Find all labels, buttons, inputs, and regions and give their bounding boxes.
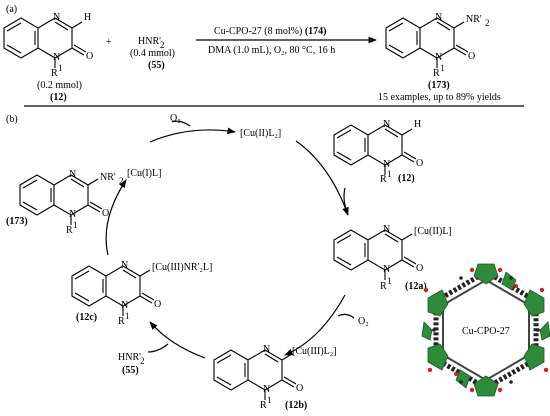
n-label: N	[435, 52, 442, 63]
o-label: O	[468, 51, 475, 62]
amine-code: (55)	[122, 365, 139, 376]
n-label: N	[69, 169, 76, 180]
reactant-55: HNR' 2 (0.4 mmol) (55)	[130, 36, 175, 71]
intermediate-12b: N N O [Cu(III)L₂] R 1 (12b)	[213, 344, 337, 411]
cu1l-species: [Cu(I)L]	[127, 168, 161, 179]
int12a-sub1: [Cu(II)L]	[414, 226, 452, 237]
o-label: O	[296, 383, 303, 394]
oxygen-in-arrow	[171, 120, 191, 127]
conditions-top: Cu-CPO-27 (8 mol%) (174)	[214, 26, 327, 37]
reactant2-formula: HNR'	[138, 36, 161, 47]
int12a-r: R	[380, 281, 387, 292]
product-b-r: R	[66, 225, 73, 236]
o-label: O	[154, 299, 161, 310]
int12b-code: (12b)	[285, 400, 307, 411]
cu2l2-species: [Cu(II)L₂]	[240, 128, 281, 139]
int12c-r-sup: 1	[125, 311, 130, 321]
catalytic-cycle-arrows	[105, 120, 355, 359]
o-label: O	[416, 263, 423, 274]
panel-label-a: (a)	[6, 4, 17, 15]
int12b-sub1: [Cu(III)L₂]	[292, 346, 337, 357]
cycle-arrow	[149, 127, 236, 143]
product-173: N N O NR' 2 R 1 (173)	[385, 12, 490, 91]
amine-in-arrow	[147, 343, 169, 353]
o-label: O	[416, 158, 423, 169]
n-label: N	[435, 12, 442, 23]
conditions-bottom: DMA (1.0 mL), O₂, 80 °C, 16 h	[208, 45, 335, 56]
n-label: N	[53, 12, 60, 23]
int12a-code: (12a)	[405, 281, 427, 292]
int12b-r-sup: 1	[267, 395, 272, 405]
int12c-r: R	[118, 316, 125, 327]
oxygen-right: O₂	[358, 316, 369, 327]
n-label: N	[383, 224, 390, 235]
int12c-sub1: [Cu(III)NR'₂L]	[152, 262, 212, 273]
mof-label: Cu-CPO-27	[462, 326, 510, 337]
start-12: N N O H R 1 (12)	[333, 119, 423, 185]
panel-label-b: (b)	[6, 114, 18, 125]
cycle-arrow	[149, 321, 206, 359]
int12c-code: (12c)	[76, 312, 97, 323]
product-sub1-sub: 2	[485, 18, 490, 28]
reactant1-amount: (0.2 mmol)	[37, 80, 82, 91]
n-label: N	[383, 264, 390, 275]
cycle-arrow	[105, 179, 127, 256]
product-b-code: (173)	[6, 216, 28, 227]
reactant1-r: R	[51, 68, 58, 79]
reactant2-formula-sub: 2	[160, 40, 165, 50]
int12a-r-sup: 1	[387, 276, 392, 286]
product-r-sup: 1	[440, 63, 445, 73]
n-label: N	[121, 300, 128, 311]
n-label: N	[69, 209, 76, 220]
int12b-r: R	[260, 400, 267, 411]
reactant2-code: (55)	[148, 60, 165, 71]
cycle-arrow	[284, 294, 346, 356]
product-b-r-sup: 1	[73, 220, 78, 230]
product-173-cycle: N N O NR' 2 R 1 (173)	[6, 169, 124, 236]
o-label: O	[86, 51, 93, 62]
reactant1-sub1: H	[84, 12, 91, 23]
product-r: R	[433, 68, 440, 79]
amine-formula-sub: 2	[140, 356, 145, 366]
start-sub1: H	[414, 119, 421, 130]
summary-text: 15 examples, up to 89% yields	[378, 92, 501, 103]
mof-structure-image: Cu-CPO-27	[421, 263, 550, 397]
product-b-sub1-sub: 2	[119, 176, 124, 186]
mof-carbon-atoms	[432, 276, 540, 384]
plus-sign: +	[106, 37, 112, 48]
o-label: O	[102, 208, 109, 219]
reactant1-r-sup: 1	[58, 63, 63, 73]
amine-formula: HNR'	[118, 352, 141, 363]
reactant-12: N N O H R 1 (0.2 mmol) (12)	[3, 12, 93, 103]
oxygen-in-arrow	[337, 313, 355, 319]
start-r-sup: 1	[387, 169, 392, 179]
mof-polyhedra	[421, 263, 550, 397]
n-label: N	[263, 344, 270, 355]
oxygen-top: O₂	[170, 113, 181, 124]
n-label: N	[53, 52, 60, 63]
intermediate-12a: N N O [Cu(II)L] R 1 (12a)	[333, 224, 452, 292]
amine-55: HNR' 2 (55)	[118, 352, 145, 376]
product-b-sub1: NR'	[100, 172, 116, 183]
reactant1-code: (12)	[50, 92, 67, 103]
n-label: N	[383, 159, 390, 170]
cycle-arrow	[295, 140, 349, 216]
mof-oxygen-atoms	[423, 267, 549, 393]
product-sub1: NR'	[466, 14, 482, 25]
cycle-arrow	[343, 187, 349, 216]
product-code: (173)	[428, 80, 450, 91]
n-label: N	[263, 384, 270, 395]
reactant2-amount: (0.4 mmol)	[130, 48, 175, 59]
n-label: N	[383, 119, 390, 130]
intermediate-12c: N N O [Cu(III)NR'₂L] R 1 (12c)	[71, 260, 212, 327]
start-code: (12)	[398, 173, 415, 184]
n-label: N	[121, 260, 128, 271]
start-r: R	[380, 174, 387, 185]
